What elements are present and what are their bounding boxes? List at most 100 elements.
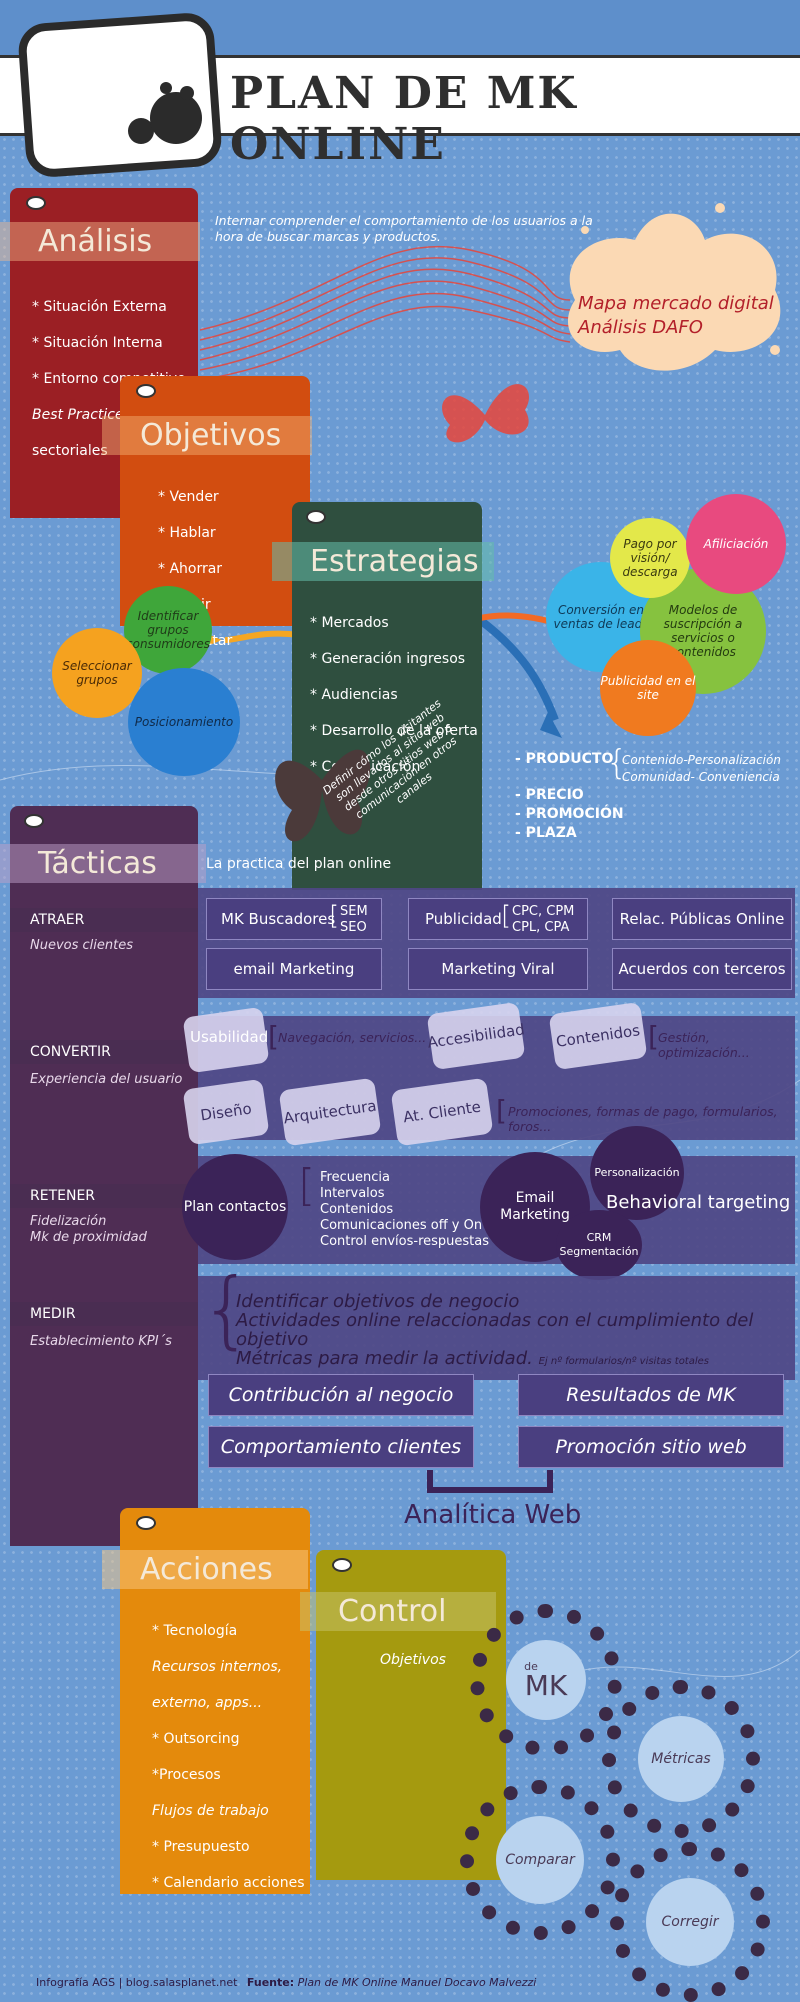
acciones-item: * Tecnología <box>152 1623 238 1639</box>
box-diseno: Diseño <box>182 1078 270 1146</box>
mix-producto-a: Contenido-Personalización <box>622 753 781 767</box>
mix-rest: - PRECIO - PROMOCIÓN - PLAZA <box>515 786 624 843</box>
footer-fuente-label: Fuente: <box>246 1976 295 1989</box>
medir-text: Identificar objetivos de negocio Activid… <box>236 1292 800 1371</box>
objetivos-item: * Hablar <box>158 525 216 541</box>
footer: Infografía AGS | blog.salasplanet.net Fu… <box>36 1976 536 1989</box>
analisis-item: * Situación Interna <box>32 335 163 351</box>
medir-line: Identificar objetivos de negocio <box>236 1291 520 1312</box>
circle-afiliacion: Afiliciación <box>686 494 786 594</box>
estrategias-item: * Desarrollo de la oferta <box>310 723 478 739</box>
analisis-title: Análisis <box>0 222 200 261</box>
medir-line: Métricas para medir la actividad. Ej nº … <box>236 1349 800 1371</box>
contenidos-note: Gestión, optimización... <box>658 1030 750 1060</box>
row-sub-medir: Establecimiento KPI´s <box>30 1334 172 1349</box>
splash-line: Mapa mercado digital <box>578 293 774 314</box>
medir-line: Actividades online relaccionadas con el … <box>236 1310 754 1350</box>
cpl-label: CPL, CPA <box>512 920 570 935</box>
control-title: Control <box>300 1592 496 1631</box>
brace-icon: { <box>606 743 628 783</box>
row-label-atraer: ATRAER <box>10 908 198 932</box>
promo-note: Promociones, formas de pago, formularios… <box>508 1104 778 1134</box>
tab-hole-icon <box>332 1558 352 1572</box>
box-comportamiento: Comportamiento clientes <box>208 1426 474 1468</box>
row-label-retener: RETENER <box>10 1184 198 1208</box>
bracket-icon: [ <box>501 901 512 931</box>
analisis-item: * Situación Externa <box>32 299 167 315</box>
ink-blob-icon <box>128 118 154 144</box>
usabilidad-note: Navegación, servicios... <box>278 1030 427 1045</box>
bracket-icon: [ <box>648 1020 659 1053</box>
mix-promocion: - PROMOCIÓN <box>515 806 624 822</box>
circle-personalizacion: Personalización <box>590 1126 684 1220</box>
objetivos-item: * Ahorrar <box>158 561 223 577</box>
objetivos-title: Objetivos <box>102 416 312 455</box>
publicidad-label: Publicidad <box>425 910 502 928</box>
acciones-item: * Calendario acciones <box>152 1875 305 1891</box>
circle-plan-contactos: Plan contactos <box>182 1154 288 1260</box>
estrategias-item: * Mercados <box>310 615 389 631</box>
splash-text: Mapa mercado digital Análisis DAFO <box>578 292 774 340</box>
ink-blob-icon <box>150 92 202 144</box>
plan-list: Frecuencia Intervalos Contenidos Comunic… <box>320 1170 489 1250</box>
brace-icon: { <box>200 1260 254 1358</box>
footer-fuente: Plan de MK Online Manuel Docavo Malvezzi <box>297 1976 537 1989</box>
bracket-icon: [ <box>268 1020 279 1053</box>
ink-blob-icon <box>180 86 194 100</box>
bracket-icon: [ <box>329 901 340 931</box>
tab-hole-icon <box>24 814 44 828</box>
splash-shape <box>567 203 781 371</box>
mk-buscadores-label: MK Buscadores <box>221 910 336 928</box>
row-label-convertir: CONVERTIR <box>10 1040 198 1064</box>
tab-hole-icon <box>26 196 46 210</box>
ring-metricas: Métricas <box>602 1680 760 1838</box>
box-contribucion: Contribución al negocio <box>208 1374 474 1416</box>
tab-hole-icon <box>136 1516 156 1530</box>
circle-posicionamiento: Posicionamiento <box>128 668 240 776</box>
plan-item: Frecuencia <box>320 1170 390 1185</box>
estrategias-item: * Audiencias <box>310 687 398 703</box>
estrategias-item: * Generación ingresos <box>310 651 466 667</box>
medir-line3: Métricas para medir la actividad. <box>236 1348 533 1369</box>
acciones-item: * Outsorcing <box>152 1731 240 1747</box>
mix-producto-b: Comunidad- Conveniencia <box>622 770 780 784</box>
plan-item: Comunicaciones off y On <box>320 1218 483 1233</box>
ring-mk: de MK <box>470 1604 622 1756</box>
plan-item: Control envíos-respuestas <box>320 1234 490 1249</box>
mix-plaza: - PLAZA <box>515 825 577 841</box>
mix-precio: - PRECIO <box>515 787 584 803</box>
tacticas-subtitle: La practica del plan online <box>206 856 392 872</box>
acciones-item: * Presupuesto <box>152 1839 250 1855</box>
acciones-item: *Procesos <box>152 1767 221 1783</box>
circle-crm: CRM Segmentación <box>556 1210 642 1280</box>
box-acuerdos: Acuerdos con terceros <box>612 948 792 990</box>
cpc-label: CPC, CPM <box>512 904 575 919</box>
acciones-item: Flujos de trabajo <box>152 1803 269 1819</box>
analisis-note: Internar comprender el comportamiento de… <box>215 213 593 244</box>
circle-seleccionar: Seleccionar grupos <box>52 628 142 718</box>
splash-line: Análisis DAFO <box>578 317 703 338</box>
page-title: PLAN DE MK ONLINE <box>230 68 578 170</box>
ring-comparar: Comparar <box>460 1780 620 1940</box>
ring-de: de <box>524 1659 538 1673</box>
row-sub-atraer: Nuevos clientes <box>30 938 133 953</box>
marketing-mix: - PRODUCTO <box>515 750 613 769</box>
control-objetivos: Objetivos <box>380 1652 446 1668</box>
circle-identificar: Identificar grupos consumidores <box>124 586 212 674</box>
mix-producto: - PRODUCTO <box>515 751 614 767</box>
circle-pago: Pago por visión/ descarga <box>610 518 690 598</box>
usabilidad-label: Usabilidad <box>190 1028 269 1046</box>
row-label-medir: MEDIR <box>10 1302 198 1326</box>
plan-item: Intervalos <box>320 1186 385 1201</box>
tacticas-title: Tácticas <box>0 844 206 883</box>
circle-publicidad: Publicidad en el site <box>600 640 696 736</box>
analisis-best: Best Practices <box>32 407 131 423</box>
footer-credit: Infografía AGS | blog.salasplanet.net <box>36 1976 238 1989</box>
tab-hole-icon <box>306 510 326 524</box>
analitica-web: Analítica Web <box>404 1500 582 1530</box>
medir-line3-note: Ej nº formularios/nº visitas totales <box>538 1356 709 1367</box>
mix-producto-detail: Contenido-Personalización Comunidad- Con… <box>622 752 781 786</box>
box-resultados: Resultados de MK <box>518 1374 784 1416</box>
